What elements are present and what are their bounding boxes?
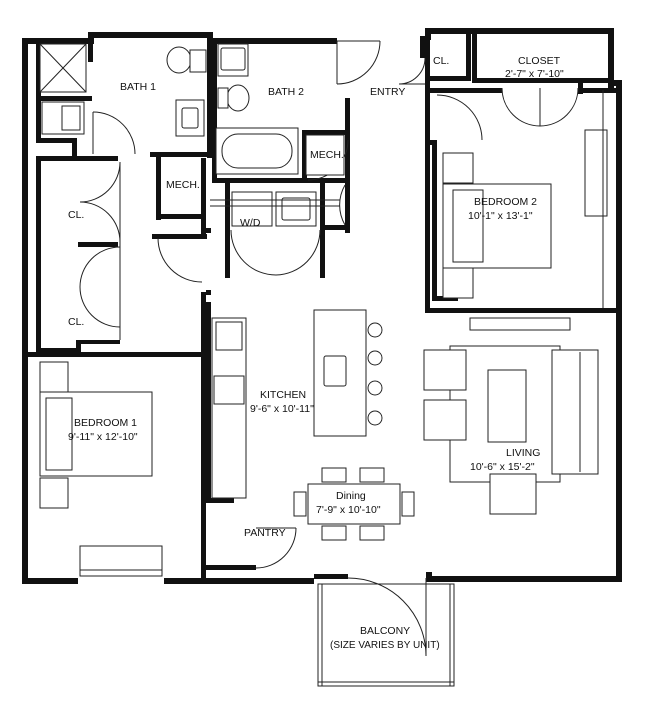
living-furniture xyxy=(423,317,599,515)
bedroom2-dims: 10'-1" x 13'-1" xyxy=(468,210,533,222)
bedroom1-furniture xyxy=(39,361,163,577)
bath2-label: BATH 2 xyxy=(268,86,304,98)
laundry-fixtures xyxy=(210,191,340,227)
entry-label: ENTRY xyxy=(370,86,405,98)
kitchen-fixtures xyxy=(211,309,383,499)
bath1-label: BATH 1 xyxy=(120,81,156,93)
dining-furniture xyxy=(293,467,415,541)
door-swings xyxy=(79,40,579,657)
balcony-note: (SIZE VARIES BY UNIT) xyxy=(330,640,440,651)
bedroom2-label: BEDROOM 2 xyxy=(474,196,537,208)
bath2-fixtures xyxy=(215,43,345,176)
kitchen-dims: 9'-6" x 10'-11" xyxy=(250,403,314,415)
pantry-label: PANTRY xyxy=(244,527,286,539)
bath1-fixtures xyxy=(39,43,207,137)
closet-label: CLOSET xyxy=(518,55,561,67)
kitchen-label: KITCHEN xyxy=(260,389,306,401)
exterior-walls xyxy=(22,28,622,584)
closet-small-label: CL. xyxy=(433,55,449,67)
mech2-label: MECH. xyxy=(310,149,344,161)
living-dims: 10'-6" x 15'-2" xyxy=(470,461,535,473)
dining-label: Dining xyxy=(336,490,366,502)
bedroom1-dims: 9'-11" x 12'-10" xyxy=(68,431,138,443)
bedroom2-furniture xyxy=(442,90,608,308)
bedroom1-label: BEDROOM 1 xyxy=(74,417,137,429)
dining-dims: 7'-9" x 10'-10" xyxy=(316,504,381,516)
balcony-label: BALCONY xyxy=(360,625,410,637)
wd-label: W/D xyxy=(240,217,261,229)
closet-dims: 2'-7" x 7'-10" xyxy=(505,68,564,80)
balcony-outline xyxy=(317,583,455,687)
mech1-label: MECH. xyxy=(166,179,200,191)
closet2-label: CL. xyxy=(68,316,84,328)
living-label: LIVING xyxy=(506,447,540,459)
closet1-label: CL. xyxy=(68,209,84,221)
